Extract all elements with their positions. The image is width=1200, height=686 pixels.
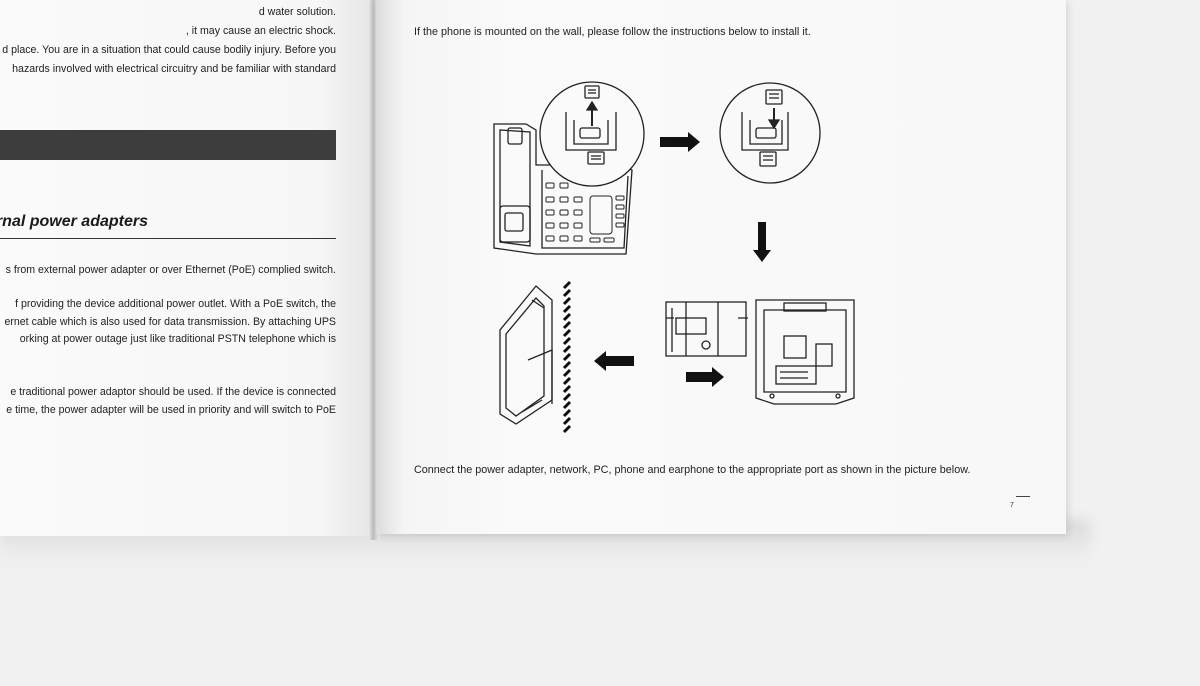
left-text-line: d place. You are in a situation that cou… (2, 44, 336, 56)
heading-rule (0, 238, 336, 239)
phone-back-illustration (755, 299, 855, 405)
paragraph-line: f providing the device additional power … (15, 298, 336, 310)
paragraph-line: orking at power outage just like traditi… (19, 333, 336, 345)
wall-mount-diagram (493, 81, 855, 434)
left-text-line: hazards involved with electrical circuit… (12, 63, 336, 75)
arrow-down (753, 222, 771, 262)
phone-side-illustration (499, 285, 553, 425)
section-heading: rnal power adapters (0, 213, 148, 230)
detail-magnifier-2 (719, 82, 821, 184)
right-page: If the phone is mounted on the wall, ple… (376, 0, 1066, 534)
step-arrows (594, 132, 771, 387)
intro-text: If the phone is mounted on the wall, ple… (414, 26, 811, 38)
page-number-rule (1016, 496, 1030, 497)
left-text-line: , it may cause an electric shock. (185, 25, 336, 37)
wall-bracket-illustration (665, 301, 748, 357)
arrow-right (660, 132, 700, 152)
paragraph-line: e time, the power adapter will be used i… (6, 404, 336, 416)
left-page: d water solution. , it may cause an elec… (0, 0, 372, 536)
arrow-left (594, 351, 634, 371)
left-text-line: d water solution. (258, 6, 336, 18)
arrow-right-small (686, 367, 724, 387)
phone-front-illustration (493, 123, 633, 255)
detail-magnifier-1 (539, 81, 645, 187)
page-number: 7 (1010, 502, 1014, 509)
section-divider-bar (0, 130, 336, 160)
paragraph-line: ernet cable which is also used for data … (4, 316, 336, 328)
connect-text: Connect the power adapter, network, PC, … (414, 464, 971, 476)
paragraph-line: e traditional power adaptor should be us… (10, 386, 336, 398)
wall-hatching (562, 280, 572, 434)
paragraph-line: s from external power adapter or over Et… (5, 264, 336, 276)
